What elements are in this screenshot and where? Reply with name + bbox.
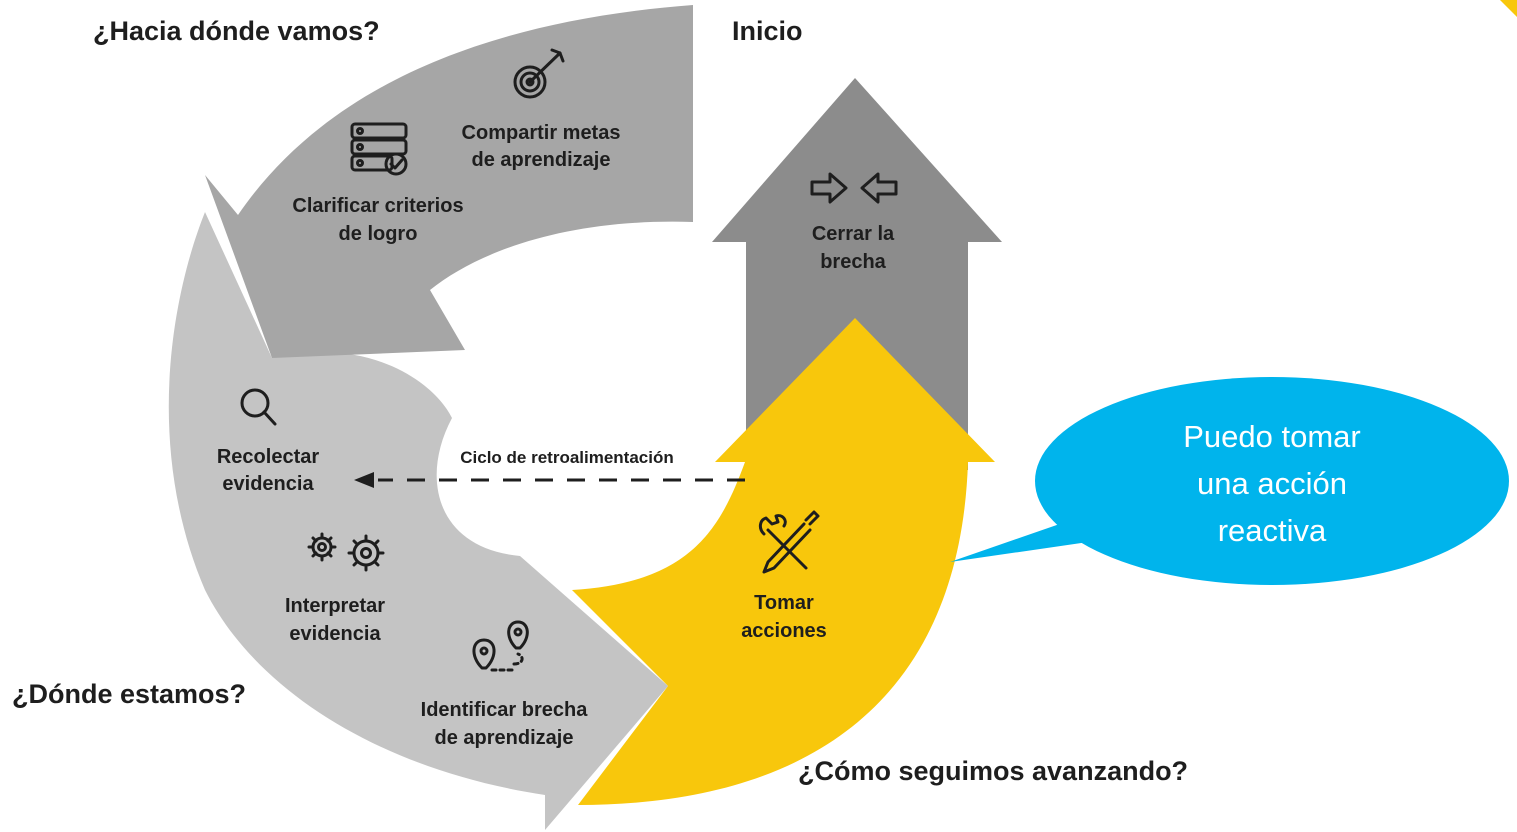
step-interpret-evidence-line-2: evidencia — [289, 623, 381, 645]
bubble-line-2: una acción — [1197, 466, 1347, 501]
step-close-gap-line-1: Cerrar la — [812, 223, 895, 245]
tools-icon — [758, 510, 820, 574]
arrow-where-are-we — [168, 212, 668, 830]
step-collect-evidence-line-1: Recolectar — [217, 446, 319, 468]
heading-where-are-we: ¿Dónde estamos? — [12, 679, 246, 709]
step-take-actions-line-1: Tomar — [754, 592, 814, 614]
heading-start: Inicio — [732, 16, 803, 46]
corner-accent — [1500, 0, 1517, 17]
step-clarify-criteria-line-1: Clarificar criterios — [292, 195, 463, 217]
step-take-actions-line-2: acciones — [741, 620, 827, 642]
location-pins-icon — [472, 620, 529, 672]
heading-where-are-we-going: ¿Hacia dónde vamos? — [93, 16, 380, 46]
bubble-line-1: Puedo tomar — [1183, 419, 1361, 454]
step-close-gap-line-2: brecha — [820, 251, 886, 273]
checklist-icon — [350, 122, 408, 176]
arrow-close-gap — [712, 78, 1002, 470]
speech-bubble-body — [1035, 377, 1509, 585]
magnifier-icon — [240, 388, 277, 426]
feedback-loop-arrow — [354, 472, 745, 488]
step-identify-gap-line-2: de aprendizaje — [435, 727, 574, 749]
gears-icon — [307, 532, 385, 572]
step-clarify-criteria-line-2: de logro — [339, 223, 418, 245]
step-share-goals-line-2: de aprendizaje — [472, 149, 611, 171]
step-identify-gap-line-1: Identificar brecha — [421, 699, 589, 721]
arrow-where-are-we-going — [205, 5, 693, 358]
bubble-line-3: reactiva — [1218, 513, 1327, 548]
feedback-loop-label: Ciclo de retroalimentación — [460, 448, 674, 467]
converging-arrows-icon — [810, 172, 898, 204]
target-icon — [513, 48, 565, 99]
step-interpret-evidence-line-1: Interpretar — [285, 595, 385, 617]
arrow-take-actions — [572, 318, 995, 805]
step-collect-evidence-line-2: evidencia — [222, 473, 314, 495]
speech-bubble: Puedo tomar una acción reactiva — [950, 377, 1509, 585]
step-share-goals-line-1: Compartir metas — [462, 122, 621, 144]
heading-how-do-we-keep-going: ¿Cómo seguimos avanzando? — [798, 756, 1188, 786]
